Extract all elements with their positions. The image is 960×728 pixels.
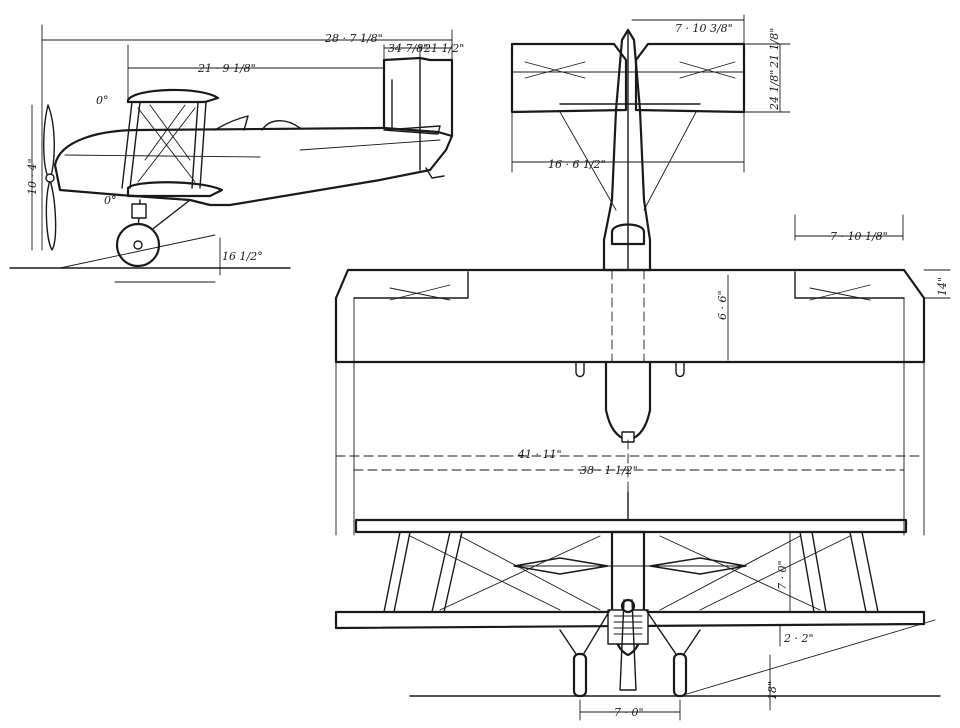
wing-chord-label: 6 · 6": [716, 290, 729, 320]
plan-upper-wing: [334, 268, 926, 364]
propeller: [43, 104, 57, 251]
plan-nose: [604, 360, 652, 442]
front-spinner: [620, 598, 636, 614]
aileron-cable-r2: [809, 284, 871, 301]
aileron-width-label: 7 · 10 1/8": [830, 230, 888, 243]
right-aileron: [794, 271, 905, 299]
lower-span-label: 38 · 1 1/2": [580, 464, 638, 477]
side-lower-wing: [126, 181, 224, 198]
clearance-label: 18": [766, 681, 779, 700]
upper-span-label: 41 · 11": [517, 448, 562, 461]
aileron-cable-l1: [389, 287, 451, 301]
fin-rudder: [382, 56, 454, 138]
front-wire-5: [409, 535, 561, 611]
tailplane-left: [510, 42, 628, 114]
height-label: 10 · 4": [26, 158, 39, 195]
front-strut-l4: [443, 531, 463, 613]
tail-brace-r2: [679, 61, 736, 79]
fuselage-stringer-aft: [299, 139, 441, 151]
side-wheel: [115, 222, 161, 268]
side-strut-front: [121, 101, 133, 189]
aileron-cable-l2: [389, 284, 451, 301]
tail-skid: [425, 167, 445, 179]
side-tailplane: [383, 125, 441, 135]
front-wire-6: [699, 535, 851, 611]
plan-cockpit: [610, 223, 646, 246]
side-view: 28 · 7 1/8" 21 · 9 1/8" 34 7/8" 21 1/2" …: [9, 24, 464, 283]
tail-brace-l2: [524, 61, 586, 79]
side-bracing-3: [149, 104, 191, 161]
aileron-chord-label: 14": [936, 277, 949, 296]
plan-view-wing: 7 · 10 1/8" 6 · 6" 14" 41 · 11": [334, 214, 951, 536]
cockpit-windscreen: [214, 115, 249, 131]
cockpit-headrest: [261, 120, 301, 131]
front-view: 7 · 0" 2 · 2" 18" 7 · 0": [334, 491, 941, 721]
front-wheel-right: [672, 652, 688, 698]
plan-view-tail: 7 · 10 3/8" 21 1/8" 24 1/8" 16 · 6 1/2": [510, 14, 791, 272]
side-fuselage: [53, 126, 454, 207]
tail-chord-b-label: 24 1/8": [768, 70, 781, 111]
front-ground-angle: [679, 619, 936, 697]
side-strut-front-2: [129, 101, 141, 189]
front-strut-l3: [431, 531, 451, 613]
tailspan-label: 16 · 6 1/2": [548, 158, 606, 171]
front-uc-leg-l: [579, 609, 611, 661]
front-wire-1: [459, 535, 601, 611]
side-upper-wing: [126, 88, 220, 104]
track-label: 7 · 0": [614, 706, 644, 719]
front-uc-leg-r: [645, 609, 681, 661]
left-aileron: [353, 271, 469, 299]
ground-angle-label: 16 1/2°: [222, 250, 263, 263]
side-strut-rear: [191, 101, 199, 189]
front-lower-wing: [334, 610, 926, 630]
gap-label: 7 · 0": [776, 560, 789, 590]
upper-wing-incidence: 0°: [96, 94, 109, 107]
front-radiator: [607, 609, 649, 645]
front-upper-wing: [354, 518, 908, 534]
side-bracing-4: [144, 104, 186, 161]
front-wire-2: [439, 535, 601, 611]
side-strut-rear-2: [199, 101, 207, 189]
fin34-label: 34 7/8": [388, 42, 428, 55]
fuselage-stringer: [64, 154, 261, 158]
front-strut-r3: [849, 531, 867, 613]
front-strut-l2: [393, 531, 411, 613]
fin21-label: 21 1/2": [423, 42, 464, 55]
front-wheel-left: [572, 652, 588, 698]
uc-fitting: [131, 203, 147, 219]
lower-wing-incidence: 0°: [104, 194, 117, 207]
front-wire-4: [659, 535, 821, 611]
plan-fuselage-aft: [602, 28, 652, 272]
front-wire-3: [659, 535, 801, 611]
front-strut-r1: [799, 531, 815, 613]
ground-angle-line: [59, 234, 216, 269]
stagger-label: 2 · 2": [783, 632, 814, 645]
plan-tail-brace-l: [559, 111, 617, 211]
side-bracing-2: [137, 107, 196, 183]
overall-length-label: 28 · 7 1/8": [324, 32, 383, 45]
front-strut-r2: [811, 531, 827, 613]
front-strut-r4: [861, 531, 879, 613]
side-wheel-hub: [133, 240, 143, 250]
tail-chord-a-label: 21 1/8": [768, 28, 781, 69]
front-strut-l1: [383, 531, 401, 613]
front-propeller-blade: [619, 599, 637, 691]
aileron-cable-r1: [809, 287, 871, 301]
span21-label: 21 · 9 1/8": [197, 62, 256, 75]
plan-tail-brace-r: [643, 111, 697, 211]
tailplane-width-label: 7 · 10 3/8": [675, 22, 733, 35]
plan-wheel-left: [575, 361, 585, 378]
prop-hub: [45, 173, 55, 183]
plan-wheel-right: [675, 361, 685, 378]
tailplane-right: [634, 42, 746, 114]
